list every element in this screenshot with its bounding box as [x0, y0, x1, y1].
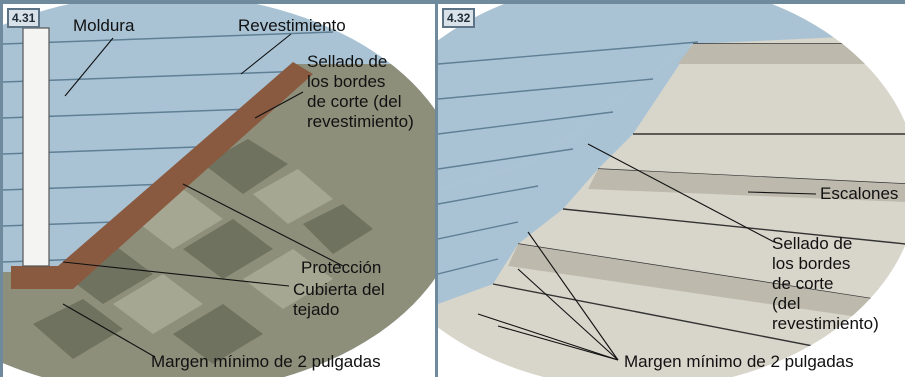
siding-laps: [438, 41, 699, 275]
label-seal-edges: Sellado de los bordes de corte (del reve…: [307, 52, 414, 131]
label-seal-edges: Sellado de los bordes de corte (del reve…: [772, 234, 879, 333]
label-siding: Revestimiento: [238, 16, 346, 35]
label-clearance: Margen mínimo de 2 pulgadas: [151, 352, 381, 371]
step-risers: [508, 44, 905, 324]
figure-tag: 4.31: [7, 8, 41, 28]
leader-lines: [62, 33, 344, 358]
panel-4-31: 4.31 Moldura Revestimiento Sellado de lo…: [0, 0, 437, 377]
flashing-strip: [11, 62, 313, 289]
label-steps: Escalones: [820, 184, 899, 203]
siding-area: [438, 4, 905, 189]
siding-lower: [438, 44, 693, 304]
siding-roof-illustration: [3, 4, 435, 377]
trim-board: [22, 27, 50, 267]
figure-tag: 4.32: [442, 8, 476, 28]
label-roofing: Cubierta del tejado: [293, 280, 385, 319]
siding-steps-illustration: [438, 4, 905, 377]
panel-4-32: 4.32 Escalones Sellado de los bordes de …: [437, 0, 905, 377]
leader-lines: [477, 143, 817, 361]
label-trim: Moldura: [73, 16, 135, 35]
label-clearance: Margen mínimo de 2 pulgadas: [624, 352, 854, 371]
label-flashing: Protección: [301, 258, 382, 277]
